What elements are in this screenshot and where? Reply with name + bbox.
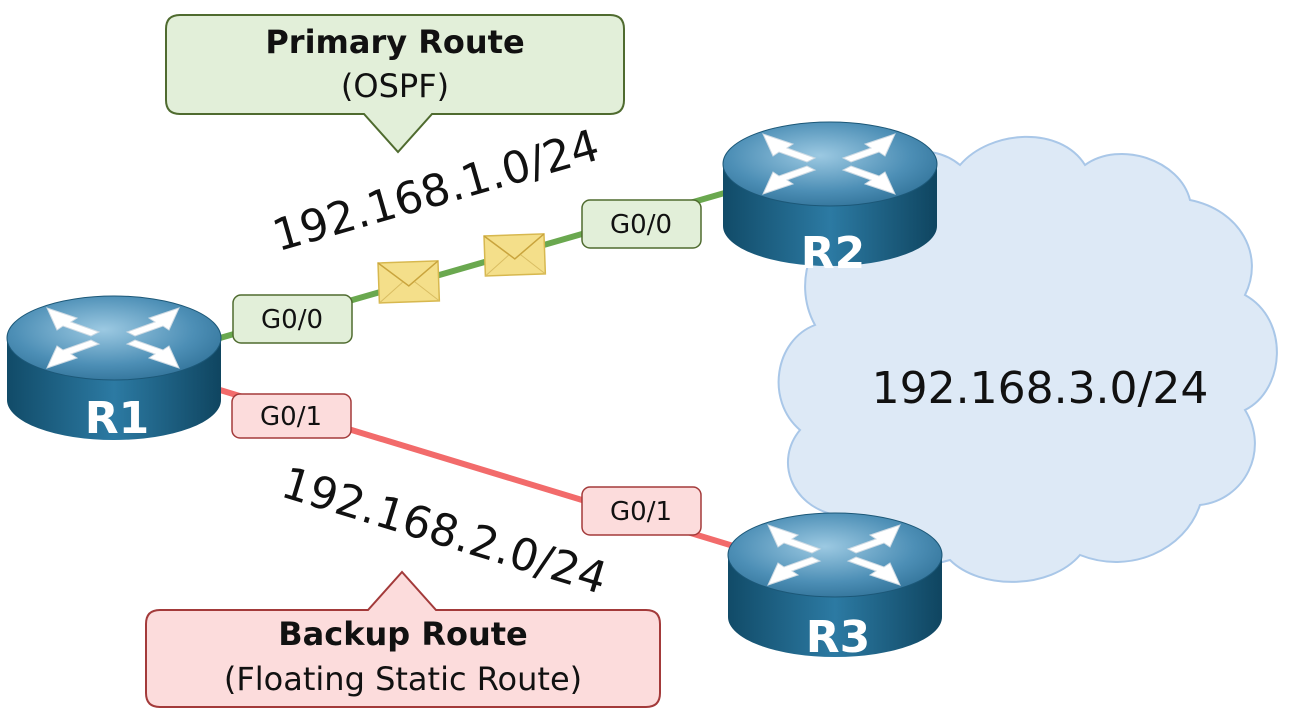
router-r1-label: R1 — [85, 393, 150, 444]
cloud-network-label: 192.168.3.0/24 — [872, 363, 1209, 414]
interface-r1-g00-label: G0/0 — [261, 305, 323, 335]
primary-route-callout: Primary Route (OSPF) — [165, 14, 625, 154]
interface-r1-g01[interactable]: G0/1 — [231, 393, 352, 439]
interface-r2-g00-label: G0/0 — [610, 210, 672, 240]
primary-route-subtitle: (OSPF) — [341, 67, 449, 105]
envelope-icon — [483, 233, 547, 277]
router-r1[interactable]: R1 — [6, 295, 222, 444]
interface-r2-g00[interactable]: G0/0 — [581, 199, 702, 249]
interface-r1-g01-label: G0/1 — [260, 402, 322, 432]
network-label-r1-r3: 192.168.2.0/24 — [276, 458, 613, 605]
backup-route-title: Backup Route — [278, 615, 527, 653]
interface-r3-g01[interactable]: G0/1 — [581, 486, 702, 536]
interface-r1-g00[interactable]: G0/0 — [232, 294, 353, 344]
router-r2-label: R2 — [801, 228, 866, 279]
interface-r3-g01-label: G0/1 — [610, 497, 672, 527]
envelope-icon — [377, 260, 441, 304]
router-r3[interactable]: R3 — [727, 512, 943, 663]
router-r2[interactable]: R2 — [722, 121, 938, 279]
router-r3-label: R3 — [806, 612, 871, 663]
backup-route-callout: Backup Route (Floating Static Route) — [145, 570, 661, 708]
backup-route-subtitle: (Floating Static Route) — [224, 660, 582, 698]
primary-route-title: Primary Route — [265, 23, 524, 61]
